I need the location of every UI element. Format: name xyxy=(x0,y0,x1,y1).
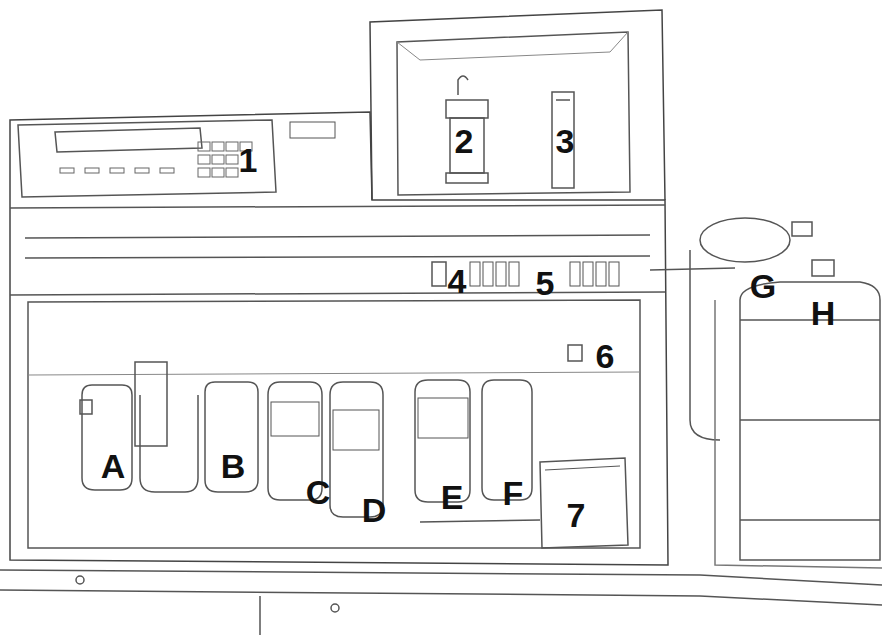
callout-label: 1 xyxy=(237,143,260,177)
callout-label: F xyxy=(501,476,526,510)
callout-label: C xyxy=(304,475,333,509)
callout-label: 2 xyxy=(453,124,476,158)
callout-label: H xyxy=(809,296,838,330)
callout-label: 7 xyxy=(565,498,588,532)
callout-label: 4 xyxy=(446,264,469,298)
callout-label: E xyxy=(439,480,466,514)
callout-label: D xyxy=(360,493,389,527)
callout-label: A xyxy=(99,449,128,483)
callout-label: 3 xyxy=(554,124,577,158)
callout-label: 5 xyxy=(534,266,557,300)
callout-label: 6 xyxy=(594,339,617,373)
callout-label: B xyxy=(219,449,248,483)
callout-label: G xyxy=(748,269,778,303)
